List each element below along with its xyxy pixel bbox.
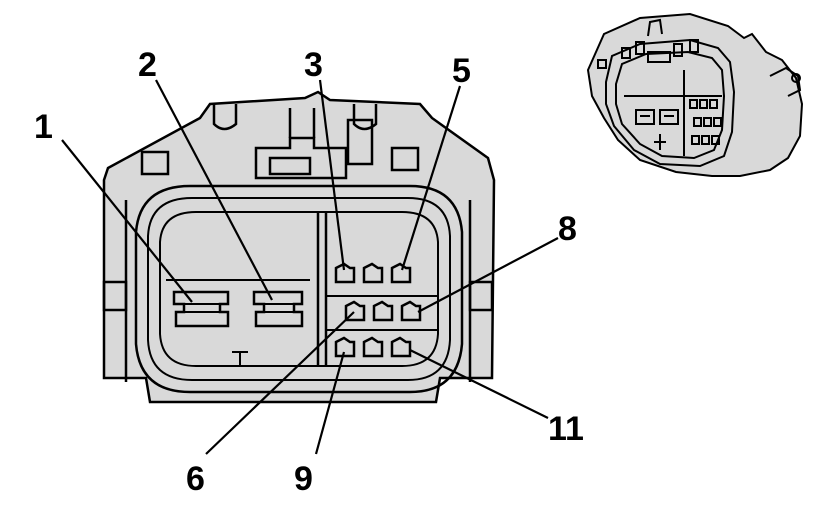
callout-8: 8 xyxy=(558,210,577,248)
callout-11: 11 xyxy=(548,410,584,448)
callout-1: 1 xyxy=(34,108,53,146)
callout-leaders xyxy=(61,79,559,455)
terminal-2 xyxy=(252,290,304,328)
callout-9: 9 xyxy=(294,460,313,498)
callout-2: 2 xyxy=(138,46,157,84)
callout-labels: 1 2 3 5 6 8 9 11 xyxy=(34,46,584,498)
callout-6: 6 xyxy=(186,460,205,498)
terminal-row-3 xyxy=(334,336,412,358)
callout-5: 5 xyxy=(452,52,471,90)
terminal-1 xyxy=(172,290,230,328)
connector-iso-inset xyxy=(586,12,804,177)
connector-seal xyxy=(134,184,464,394)
connector-front-view xyxy=(102,90,496,404)
callout-3: 3 xyxy=(304,46,323,84)
